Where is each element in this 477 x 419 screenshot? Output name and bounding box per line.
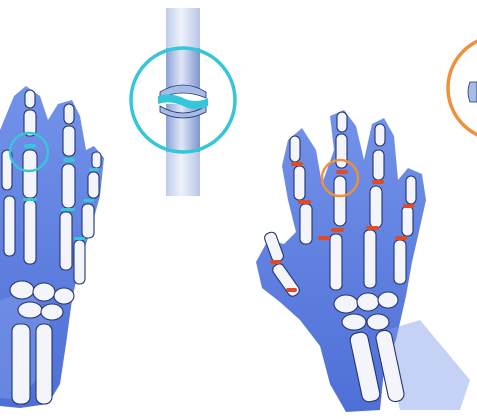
inflamed-joint-bone-fragment [468, 82, 477, 102]
arthritic-hand [256, 110, 470, 412]
inflamed-joint-magnified [448, 36, 477, 140]
healthy-joint-magnified [131, 8, 235, 196]
healthy-hand [0, 86, 104, 408]
healthy-index-finger [23, 90, 37, 264]
